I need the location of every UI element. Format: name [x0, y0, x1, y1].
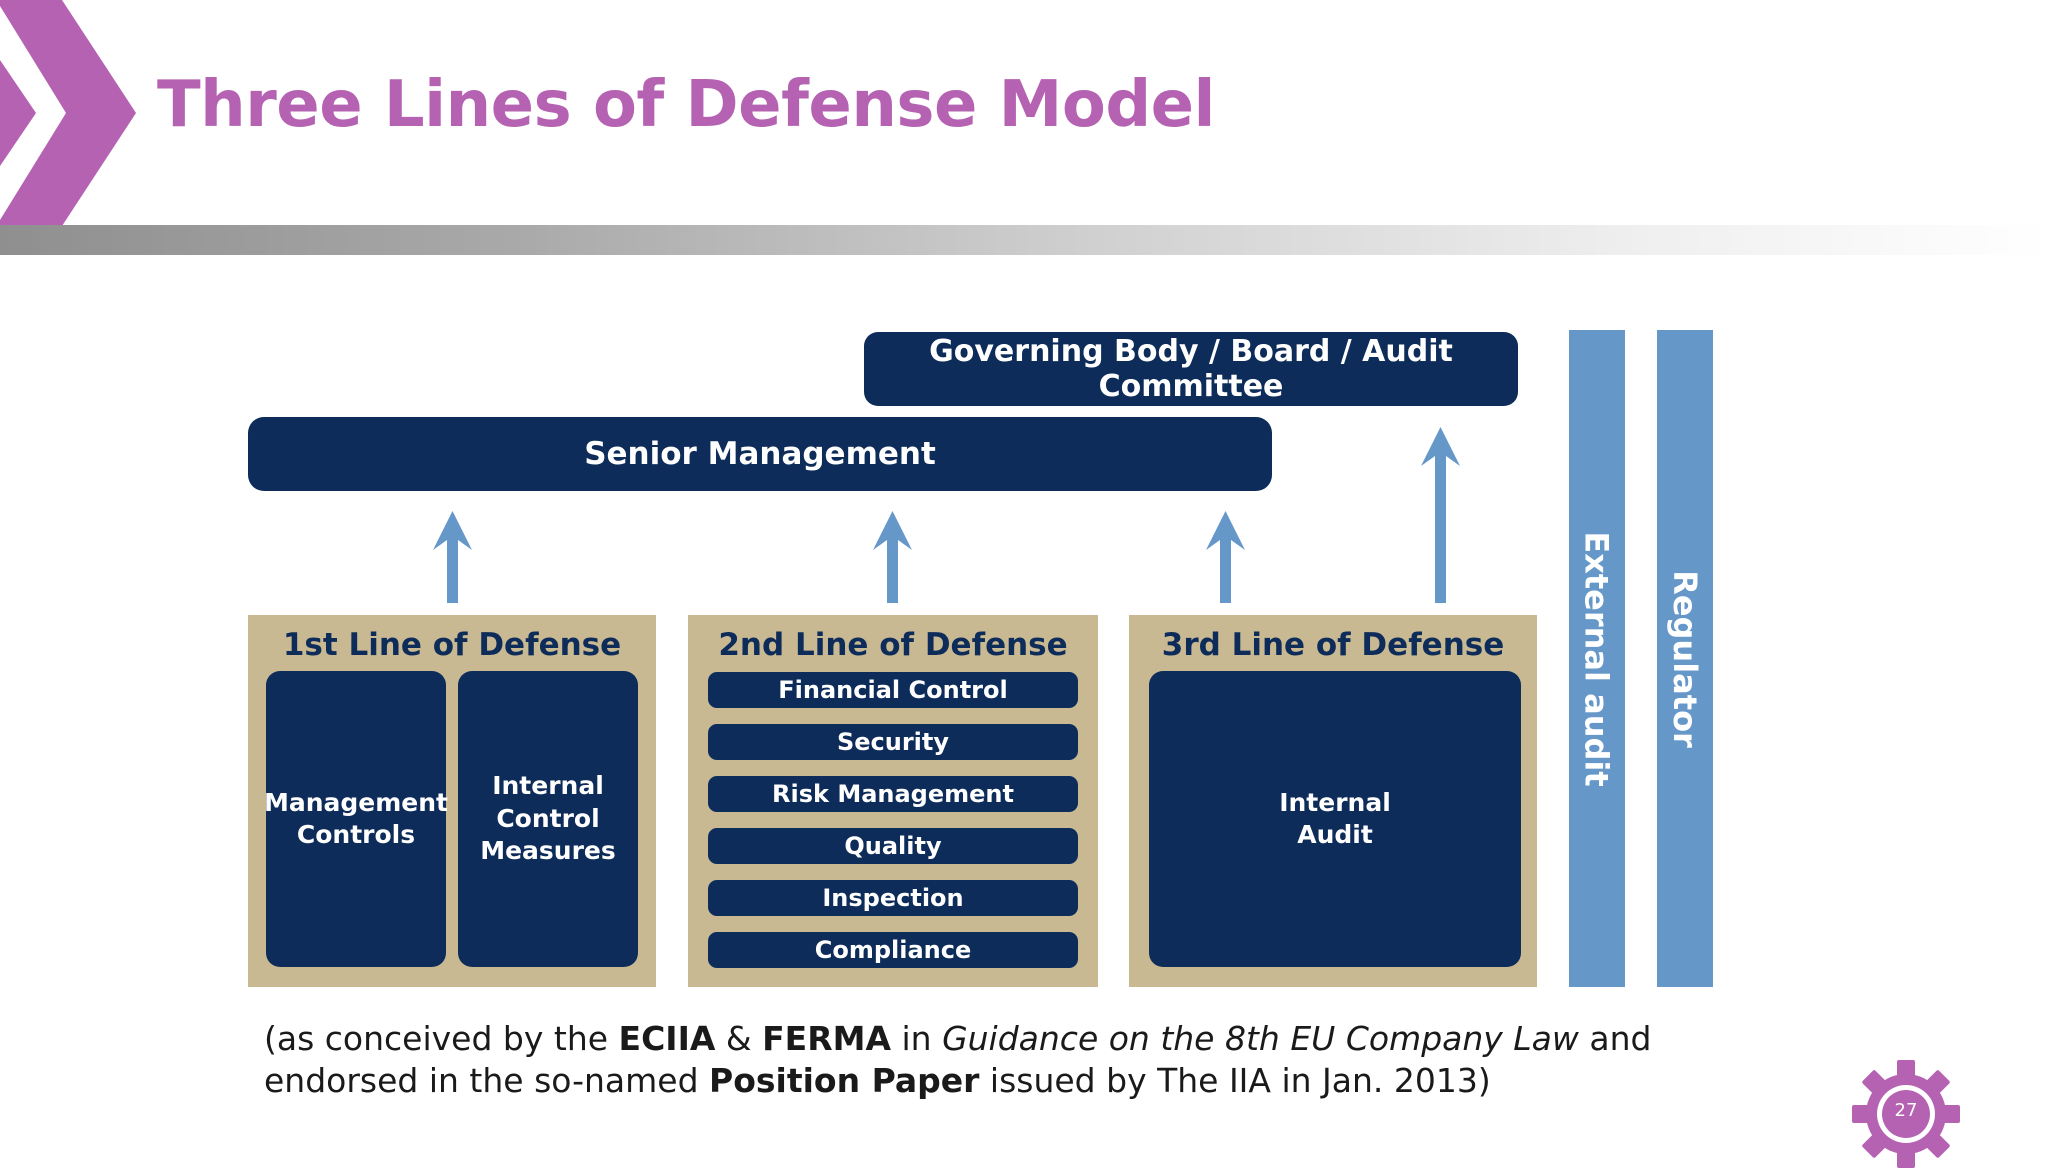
caption-italic-guidance: Guidance on the 8th EU Company Law: [942, 1019, 1579, 1058]
caption-text: endorsed in the so-named: [264, 1061, 710, 1100]
first-line-title: 1st Line of Defense: [282, 627, 622, 663]
caption-text: &: [715, 1019, 763, 1058]
internal-audit-box: Internal Audit: [1149, 671, 1521, 967]
compliance-bar: Compliance: [708, 932, 1078, 968]
internal-control-measures-box: Internal Control Measures: [458, 671, 638, 967]
caption-text: issued by The IIA in Jan. 2013): [979, 1061, 1491, 1100]
first-line-panel: 1st Line of Defense Management Controls …: [248, 615, 656, 987]
external-audit-bar: External audit: [1569, 330, 1625, 987]
senior-management-box: Senior Management: [248, 417, 1272, 491]
financial-control-bar: Financial Control: [708, 672, 1078, 708]
third-line-title: 3rd Line of Defense: [1161, 627, 1505, 663]
arrow-up-icon: [433, 511, 472, 603]
second-line-title: 2nd Line of Defense: [718, 627, 1068, 663]
slide-title: Three Lines of Defense Model: [157, 68, 1215, 142]
title-underline-bar: [0, 225, 2048, 255]
regulator-bar: Regulator: [1657, 330, 1713, 987]
third-line-panel: 3rd Line of Defense Internal Audit: [1129, 615, 1537, 987]
caption-text: (as conceived by the: [264, 1019, 619, 1058]
caption-bold-position-paper: Position Paper: [709, 1061, 980, 1100]
arrow-up-icon: [1206, 511, 1245, 603]
inspection-bar: Inspection: [708, 880, 1078, 916]
chevron-logo: [0, 0, 136, 226]
caption-bold-eciia: ECIIA: [618, 1019, 716, 1058]
chevron-inner: [0, 60, 36, 166]
security-bar: Security: [708, 724, 1078, 760]
caption: (as conceived by the ECIIA & FERMA in Gu…: [264, 1018, 1651, 1102]
chevron-outer: [0, 0, 136, 226]
regulator-label: Regulator: [1666, 569, 1704, 748]
caption-text: and: [1578, 1019, 1652, 1058]
risk-management-bar: Risk Management: [708, 776, 1078, 812]
governing-body-box: Governing Body / Board / Audit Committee: [864, 332, 1518, 406]
management-controls-box: Management Controls: [264, 671, 448, 967]
caption-bold-ferma: FERMA: [762, 1019, 891, 1058]
arrow-up-icon: [873, 511, 912, 603]
second-line-panel: 2nd Line of Defense Financial Control Se…: [688, 615, 1098, 987]
caption-text: in: [890, 1019, 943, 1058]
external-audit-label: External audit: [1578, 530, 1616, 787]
gear-icon: [1852, 1060, 1960, 1168]
page-number: 27: [1894, 1100, 1918, 1121]
arrow-up-icon: [1421, 427, 1460, 603]
quality-bar: Quality: [708, 828, 1078, 864]
